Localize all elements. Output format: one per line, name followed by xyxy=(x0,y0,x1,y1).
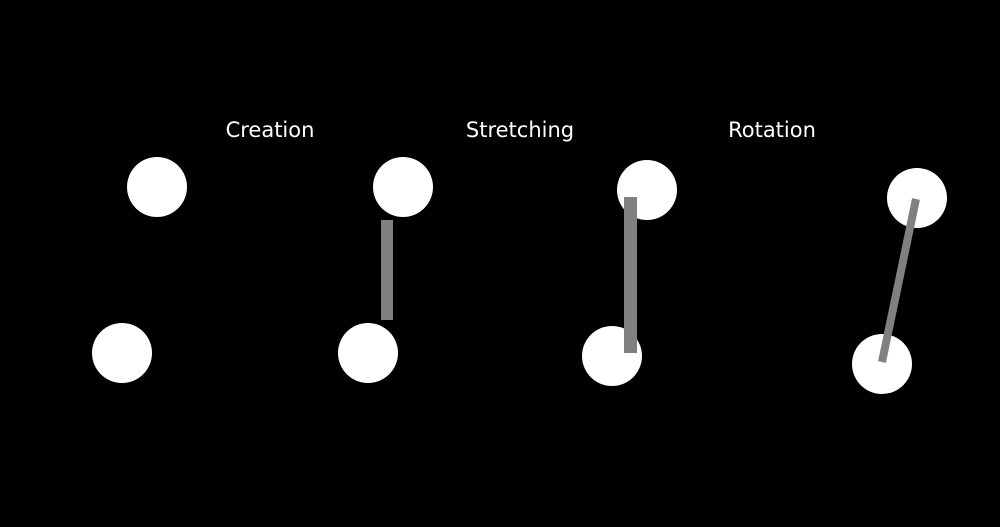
stage-initial xyxy=(92,157,187,383)
node-bottom-creation xyxy=(338,323,398,383)
stage-rotation xyxy=(852,168,947,394)
link-bar-stretching xyxy=(624,197,637,353)
stage-label-creation: Creation xyxy=(225,118,315,142)
node-bottom-rotation xyxy=(852,334,912,394)
stage-stretching xyxy=(582,160,677,386)
stage-label-rotation: Rotation xyxy=(728,118,816,142)
node-top-initial xyxy=(127,157,187,217)
stage-label-stretching: Stretching xyxy=(465,118,575,142)
link-bar-creation xyxy=(381,220,393,320)
link-bar-rotation xyxy=(878,198,920,363)
node-top-rotation xyxy=(887,168,947,228)
node-top-creation xyxy=(373,157,433,217)
stage-creation xyxy=(338,157,433,383)
node-bottom-initial xyxy=(92,323,152,383)
